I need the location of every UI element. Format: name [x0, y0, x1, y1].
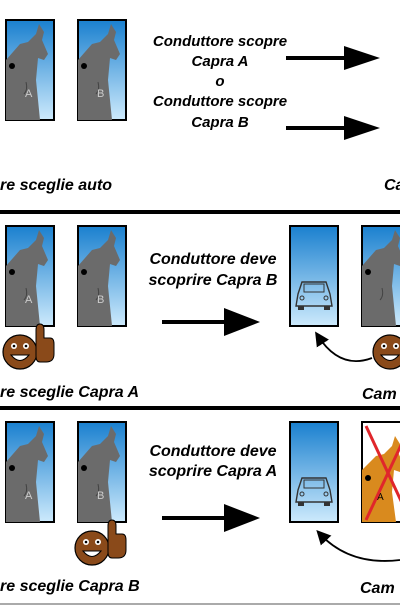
panel-1-doors [5, 19, 127, 121]
panel-1-caption-left: re sceglie auto [0, 177, 113, 194]
door-goat-a-p3 [5, 421, 55, 523]
panel-2-caption-right: Cam [362, 386, 397, 403]
panel-3-caption-right: Cam [360, 580, 395, 597]
pointing-hand-p2 [35, 323, 55, 363]
door-goat-a-open-p2 [361, 225, 400, 327]
door-letter-b: B [97, 88, 105, 100]
pointing-hand-p3 [107, 519, 127, 559]
panel-2-line-1: Conduttore deve [149, 251, 277, 268]
panel-1-line-2: Capra A [191, 53, 249, 70]
contestant-face-p3 [74, 530, 110, 566]
contestant-face-p2 [2, 334, 38, 370]
panel-1-caption-right: Cam [384, 177, 400, 194]
door-letter-b-p2: B [97, 294, 105, 306]
switch-arrow-p3 [316, 530, 400, 562]
panel-divider-1 [0, 210, 400, 214]
panel-2-line-2: scoprire Capra B [148, 272, 278, 289]
door-goat-b-p3 [77, 421, 127, 523]
panel-2-caption-left: re sceglie Capra A [0, 384, 140, 401]
door-goat-b-p2 [77, 225, 127, 327]
panel-1-line-5: Capra B [191, 114, 249, 131]
door-goat-b [77, 19, 127, 121]
panel-divider-2 [0, 406, 400, 410]
contestant-face-right-p2 [372, 334, 400, 370]
panel-1-line-4: Conduttore scopre [152, 93, 288, 110]
panel-3-line-1: Conduttore deve [149, 443, 277, 460]
door-goat-a-p2 [5, 225, 55, 327]
panel-1-line-3: o [215, 73, 225, 90]
door-letter-a: A [25, 88, 33, 100]
door-letter-a-p2: A [25, 294, 33, 306]
panel-3-caption-left: re sceglie Capra B [0, 578, 140, 595]
switch-arrow-p2 [315, 331, 373, 362]
door-letter-b-p3: B [97, 490, 105, 502]
panel-3-line-2: scoprire Capra A [148, 463, 278, 480]
bottom-rule [0, 603, 400, 605]
door-letter-a-p3: A [377, 492, 384, 503]
panel-1-line-1: Conduttore scopre [152, 33, 288, 50]
door-letter-a-p3: A [25, 490, 33, 502]
door-goat-a [5, 19, 55, 121]
door-goat-crossed-p3: A [361, 421, 400, 523]
